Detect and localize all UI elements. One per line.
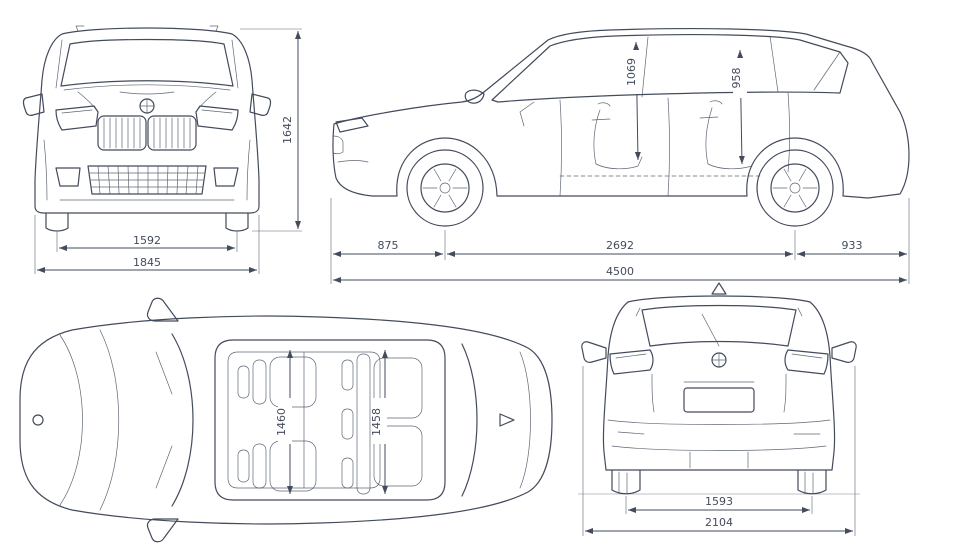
rear-wheel-right (797, 469, 827, 495)
dim-label-rear-overhang: 933 (842, 239, 863, 252)
front-foglight-right (213, 167, 239, 187)
rear-body-sides (602, 301, 836, 471)
top-tailgate-line (519, 351, 531, 489)
side-view: 1069 958 875 2692 933 4500 (330, 27, 910, 284)
dim-label-front-interior-width: 1460 (275, 408, 288, 436)
rear-view-car-art (578, 282, 860, 495)
side-headlight (335, 117, 369, 133)
front-kidney-grille-right (147, 115, 197, 151)
top-view: 1460 1458 (19, 297, 553, 543)
side-front-bumper-detail (332, 135, 369, 163)
dim-label-front-track: 1592 (133, 234, 161, 247)
dim-label-wheelbase: 2692 (606, 239, 634, 252)
front-roof-rails (75, 25, 219, 32)
rear-wheel-left-tread (618, 471, 628, 494)
shark-fin-antenna-icon (711, 282, 727, 295)
rear-taillight-left (609, 349, 654, 375)
front-intake-mesh (89, 165, 205, 195)
dim-front-height: 1642 (240, 28, 302, 232)
top-front-seats (237, 356, 317, 492)
front-mirror-left (22, 93, 45, 116)
top-rear-window (461, 343, 478, 497)
front-headlight-left-detail (61, 109, 93, 114)
top-hood-lines (59, 329, 120, 511)
dim-rear-overall-width: 2104 (582, 366, 856, 536)
front-headlight-left (55, 105, 99, 131)
rear-view: 1593 2104 (578, 282, 860, 536)
top-mirror-lower (146, 518, 179, 543)
top-windshield (171, 333, 194, 507)
front-windshield (60, 38, 234, 87)
dim-label-rear-interior-width: 1458 (370, 408, 383, 436)
front-headlight-right (195, 105, 239, 131)
rear-bumper (607, 419, 831, 469)
dim-rear-track: 1593 (625, 495, 813, 514)
front-foglight-left (55, 167, 81, 187)
front-headlight-right-detail (201, 109, 233, 114)
dim-side-front-interior-height: 1069 (625, 41, 642, 161)
dim-side-lengths: 875 2692 933 4500 (330, 198, 910, 284)
side-view-car-art (332, 27, 910, 227)
side-door-handles (591, 116, 719, 121)
top-mirror-upper (146, 297, 179, 322)
side-glasshouse (491, 34, 849, 103)
rear-wheel-right-tread (804, 471, 814, 494)
front-bumper-creases (43, 139, 251, 201)
top-view-car-art (19, 297, 553, 543)
front-view: 1642 1592 1845 (22, 25, 302, 274)
dim-side-rear-interior-height: 958 (730, 49, 747, 165)
front-wheel-right (225, 212, 249, 232)
dim-label-rear-overall-width: 2104 (705, 516, 733, 529)
rear-taillight-right (784, 349, 829, 375)
dim-label-rear-track: 1593 (705, 495, 733, 508)
dim-front-width: 1845 (34, 215, 260, 274)
dim-label-overall-length: 4500 (606, 265, 634, 278)
rear-tailgate-creases (651, 373, 787, 413)
front-mirror-right (249, 93, 272, 116)
side-pillars (641, 35, 841, 98)
dim-label-front-overhang: 875 (378, 239, 399, 252)
bmw-roundel-icon (711, 352, 727, 368)
front-grille-slats (103, 117, 191, 149)
rear-spoiler-ends (635, 307, 803, 317)
shark-fin-antenna-icon (499, 413, 515, 427)
front-lower-intake (87, 165, 207, 195)
top-rear-bench (341, 353, 423, 495)
dim-label-front-interior-height: 1069 (625, 58, 638, 86)
side-mirror (464, 89, 485, 104)
rear-taillight-left-detail (615, 353, 647, 359)
dim-label-front-width: 1845 (133, 256, 161, 269)
bmw-roundel-icon (139, 98, 155, 114)
top-body-outline (19, 315, 553, 525)
rear-mirror-left (581, 341, 607, 363)
dim-label-rear-interior-height: 958 (730, 68, 743, 89)
rear-mirror-right (831, 341, 857, 363)
rear-wiper (701, 313, 720, 347)
dim-top-rear-interior-width: 1458 (370, 350, 388, 494)
rear-wheel-left (611, 469, 641, 495)
rear-roof (627, 295, 811, 303)
front-wheel-left (45, 212, 69, 232)
front-kidney-grille-left (97, 115, 147, 151)
side-body-outline (332, 27, 910, 199)
front-cowl-line (55, 39, 239, 91)
front-body-outline (34, 27, 260, 214)
top-wipers (155, 351, 173, 489)
side-door-lines (559, 92, 790, 197)
side-rear-wheel (756, 149, 834, 227)
dim-front-track: 1592 (56, 232, 238, 252)
bmw-roundel-icon (32, 414, 44, 426)
side-front-wheel (406, 149, 484, 227)
rear-window (641, 304, 797, 347)
dim-label-front-height: 1642 (281, 116, 294, 144)
front-view-car-art (22, 25, 272, 232)
rear-taillight-right-detail (791, 353, 823, 359)
side-interior-seats (519, 100, 763, 177)
rear-license-plate (683, 387, 755, 413)
top-roof-outline (214, 339, 446, 501)
dim-top-front-interior-width: 1460 (275, 350, 293, 494)
